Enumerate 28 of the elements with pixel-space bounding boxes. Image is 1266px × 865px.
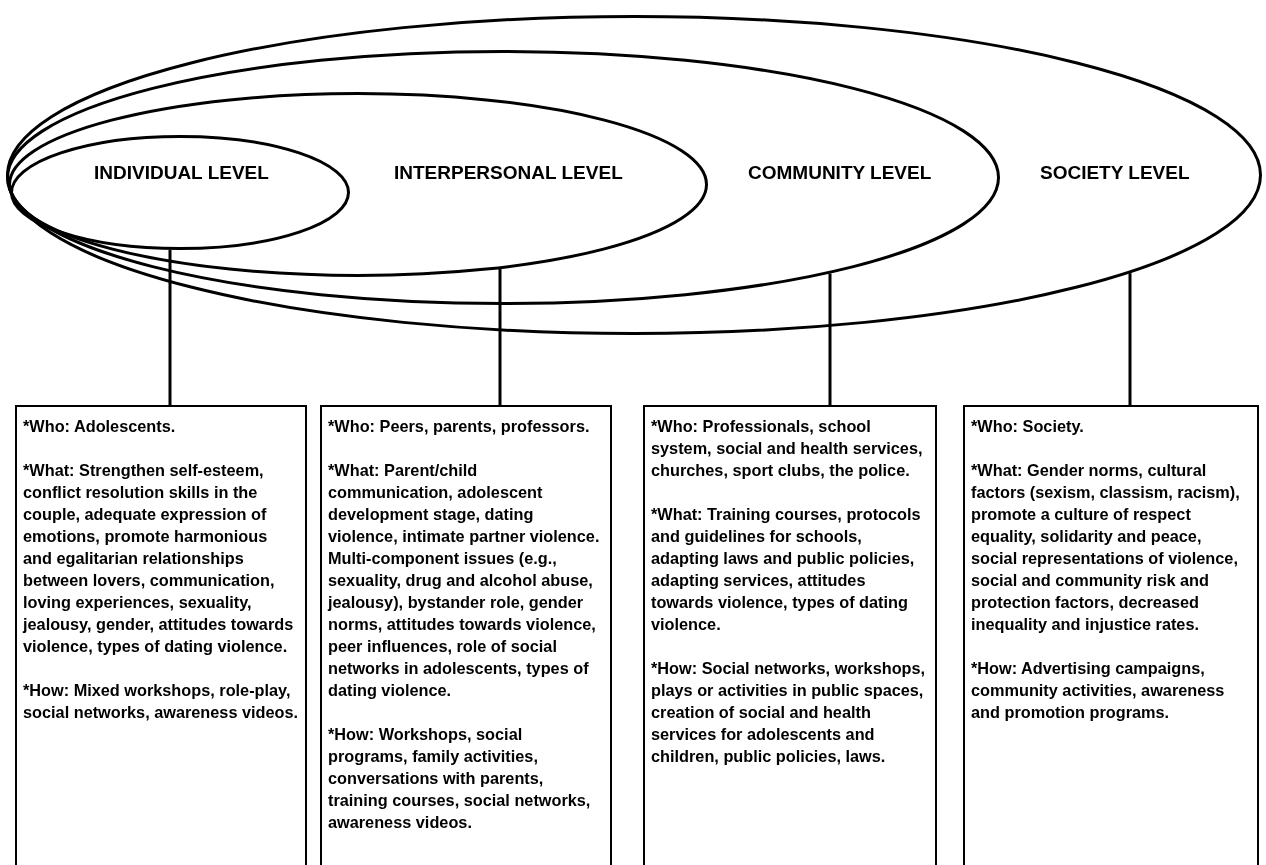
level-ellipse: [10, 135, 350, 250]
paragraph: *How: Mixed workshops, role-play, social networks, awareness videos.: [23, 680, 299, 723]
level-label: SOCIETY LEVEL: [1040, 162, 1190, 184]
level-ellipse: [6, 50, 1000, 305]
connector-line: [1128, 273, 1132, 405]
paragraph: *Who: Society.: [971, 416, 1085, 437]
text-box: [963, 405, 1259, 865]
text-box: [643, 405, 937, 865]
text-box: [320, 405, 612, 865]
connector-line: [168, 249, 172, 405]
paragraph: *What: Strengthen self-esteem, conflict resolution skills in the couple, adequate expression of emotions, promote harmonious and egalitarian relationships between lovers, communication, loving experiences, sexuality, jealousy, gender, attitudes towards violence, types of dating violence.: [23, 460, 295, 657]
paragraph: *How: Social networks, workshops, plays or activities in public spaces, creation of social and health services for adolescents and children, public policies, laws.: [651, 658, 927, 767]
paragraph: *Who: Adolescents.: [23, 416, 177, 437]
level-ellipse: [8, 92, 708, 277]
paragraph: *How: Workshops, social programs, family activities, conversations with parents, training courses, social networks, awareness videos.: [328, 724, 592, 833]
paragraph: *How: Advertising campaigns, community activities, awareness and promotion programs.: [971, 658, 1226, 723]
paragraph: *What: Training courses, protocols and guidelines for schools, adapting laws and public policies, adapting services, attitudes towards violence, types of dating violence.: [651, 504, 922, 635]
paragraph: *Who: Peers, parents, professors.: [328, 416, 591, 437]
paragraph: *Who: Professionals, school system, social and health services, churches, sport clubs, the police.: [651, 416, 924, 481]
text-box: [15, 405, 307, 865]
connector-line: [498, 269, 502, 405]
level-label: INTERPERSONAL LEVEL: [394, 162, 623, 184]
paragraph: *What: Parent/child communication, adolescent development stage, dating violence, intimate partner violence. Multi-component issues (e.g., sexuality, drug and alcohol abuse, jealousy), bystander role, gender norms, attitudes towards violence, peer influences, role of social networks in adolescents, types of dating violence.: [328, 460, 601, 701]
level-label: INDIVIDUAL LEVEL: [94, 162, 269, 184]
paragraph: *What: Gender norms, cultural factors (sexism, classism, racism), promote a culture of respect equality, solidarity and peace, social representations of violence, social and community risk and protection factors, decreased inequality and injustice rates.: [971, 460, 1241, 635]
connector-line: [828, 273, 832, 405]
level-label: COMMUNITY LEVEL: [748, 162, 932, 184]
level-ellipse: [6, 15, 1262, 335]
